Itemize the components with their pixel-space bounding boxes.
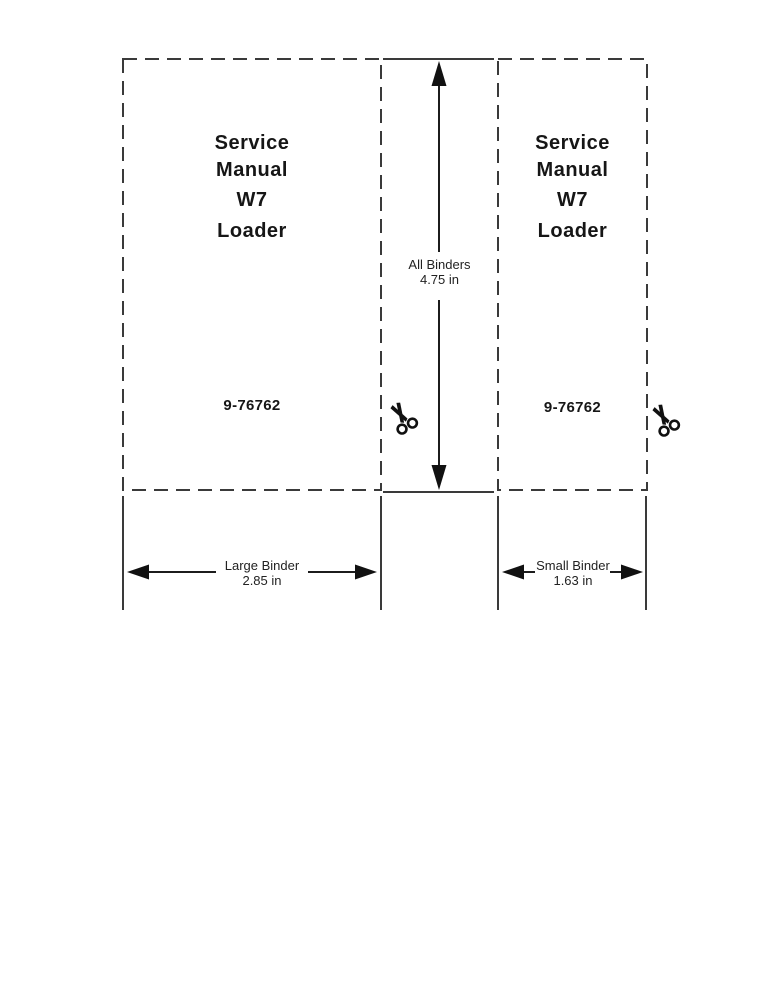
- scissors-icon: [652, 404, 681, 437]
- large-binder-part-number: 9-76762: [223, 397, 281, 414]
- scissors-icon: [390, 402, 419, 435]
- dimension-label-text: Small Binder: [536, 558, 610, 573]
- binder-title-line2: Manual: [216, 159, 288, 181]
- small-binder-dimension-label: Small Binder 1.63 in: [499, 558, 647, 588]
- small-binder-width-arrow: [502, 564, 643, 580]
- dimension-value-text: 2.85 in: [242, 573, 282, 588]
- dimension-value-text: 4.75 in: [419, 272, 460, 287]
- large-binder-label: Service Manual W7 Loader: [123, 130, 381, 245]
- large-binder-dimension-label: Large Binder 2.85 in: [162, 558, 362, 588]
- all-binders-dimension-label: All Binders 4.75 in: [384, 257, 495, 287]
- large-binder-width-arrow: [127, 564, 377, 580]
- large-binder-outline: [122, 58, 382, 491]
- binder-height-boundary-lines: [383, 58, 494, 493]
- binder-title-line2: Manual: [536, 159, 609, 181]
- small-binder-outline: [497, 58, 648, 491]
- binder-model: W7: [236, 189, 268, 211]
- dimension-label-text: Large Binder: [224, 558, 300, 573]
- binder-product: Loader: [217, 220, 287, 242]
- small-binder-label: Service Manual W7 Loader: [498, 130, 647, 245]
- binder-product: Loader: [537, 220, 608, 242]
- extension-lines: [122, 496, 647, 610]
- binder-model: W7: [557, 189, 588, 211]
- dimension-value-text: 1.63 in: [553, 573, 593, 588]
- height-dimension-arrow: [431, 61, 447, 490]
- binder-title-line1: Service: [214, 132, 290, 154]
- small-binder-part-number: 9-76762: [543, 399, 602, 416]
- binder-title-line1: Service: [535, 132, 610, 154]
- dimension-label-text: All Binders: [408, 257, 471, 272]
